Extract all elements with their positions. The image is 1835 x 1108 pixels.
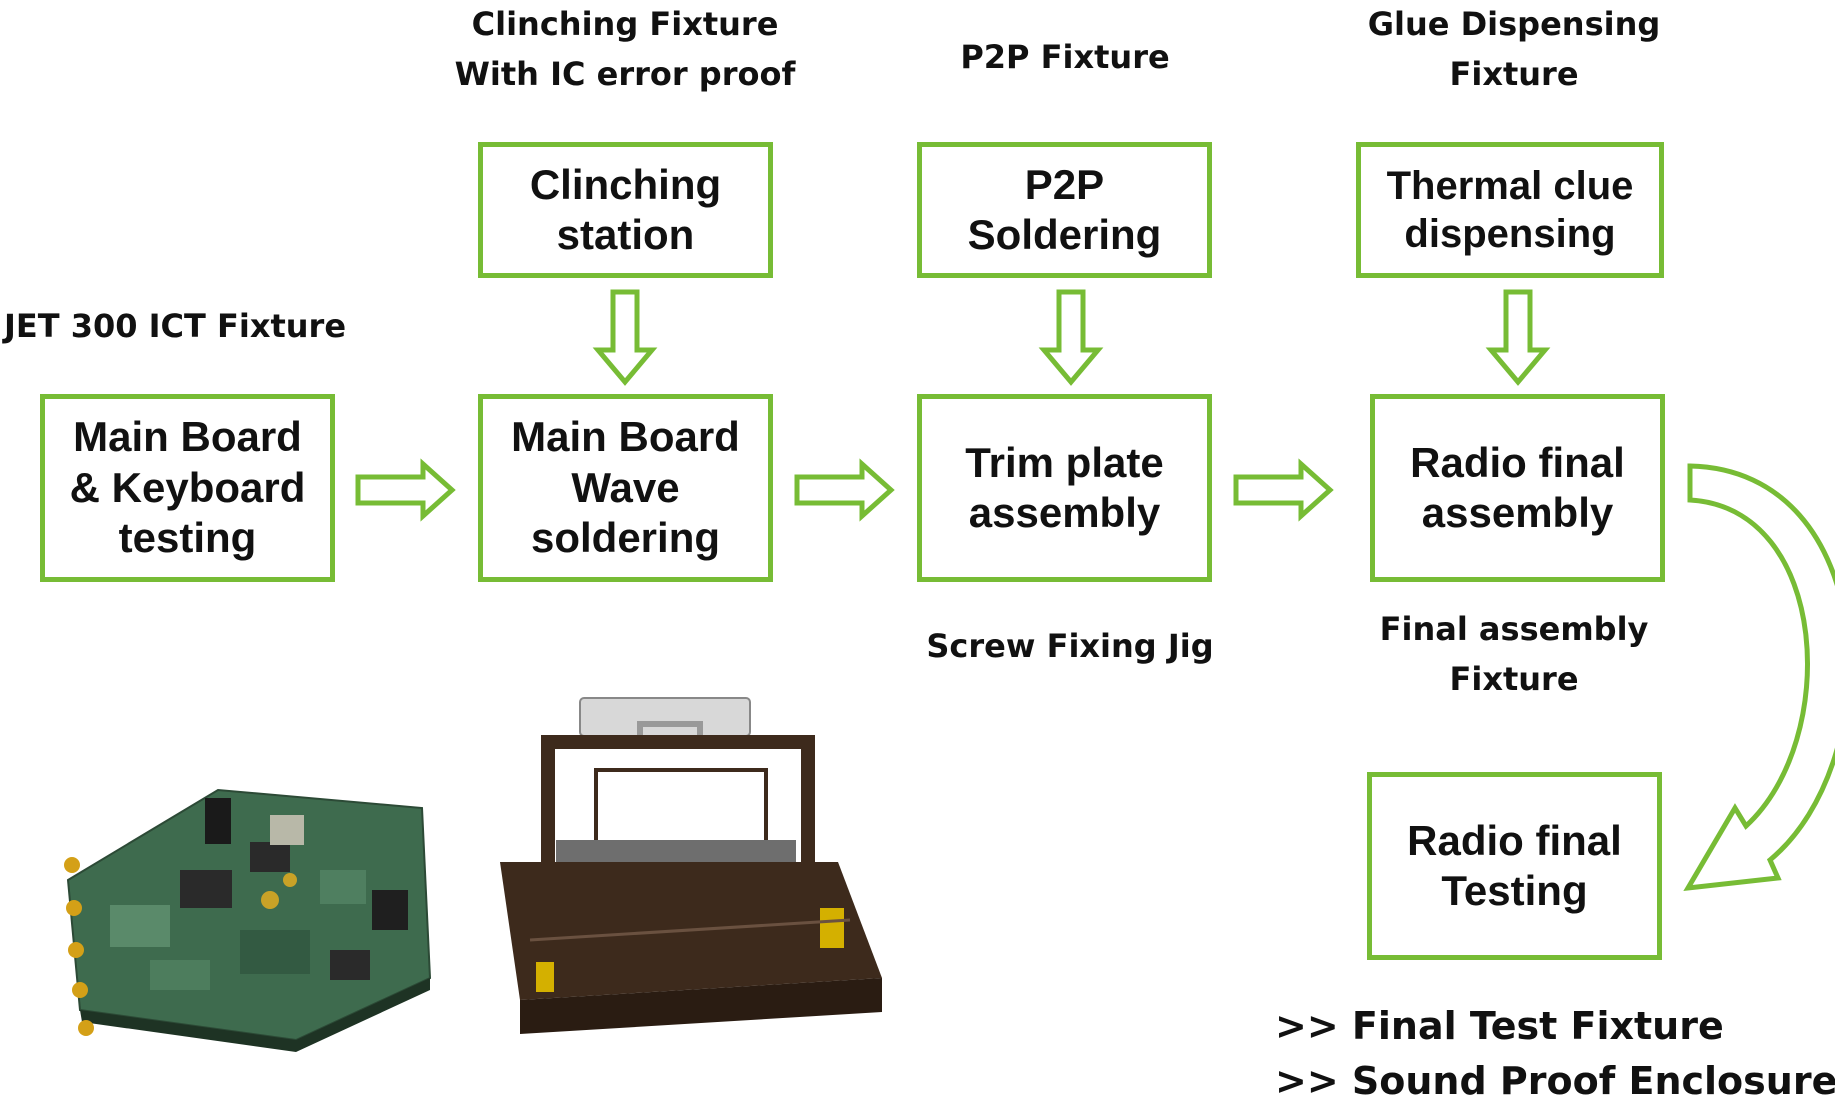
wave-soldering-box: Main Board Wave soldering: [478, 394, 773, 582]
arrow-down-3: [1485, 289, 1551, 386]
arrow-right-2: [794, 458, 895, 522]
thermal-clue-dispensing-label: Thermal clue dispensing: [1386, 164, 1634, 256]
clinching-station-box: Clinching station: [478, 142, 773, 278]
caption-clinching-fixture: Clinching Fixture With IC error proof: [454, 5, 796, 93]
arrow-down-1: [592, 289, 658, 386]
arrow-down-2: [1038, 289, 1104, 386]
arrow-right-1: [355, 458, 456, 522]
trim-plate-assembly-label: Trim plate assembly: [965, 438, 1164, 536]
radio-final-assembly-box: Radio final assembly: [1370, 394, 1665, 582]
main-board-testing-box: Main Board & Keyboard testing: [40, 394, 335, 582]
trim-plate-assembly-box: Trim plate assembly: [917, 394, 1212, 582]
pcb-board-image: [64, 788, 432, 1052]
caption-screw-fixing-jig: Screw Fixing Jig: [926, 627, 1214, 665]
caption-p2p-fixture: P2P Fixture: [960, 38, 1170, 76]
caption-jet-fixture: JET 300 ICT Fixture: [3, 307, 347, 345]
footer-sound-proof-enclosure: >> Sound Proof Enclosure: [1275, 1059, 1835, 1103]
arrow-right-3: [1233, 458, 1334, 522]
wave-soldering-label: Main Board Wave soldering: [511, 413, 740, 562]
thermal-clue-dispensing-box: Thermal clue dispensing: [1356, 142, 1664, 278]
clinching-station-label: Clinching station: [529, 160, 722, 258]
p2p-soldering-box: P2P Soldering: [917, 142, 1212, 278]
footer-final-test-fixture: >> Final Test Fixture: [1275, 1004, 1724, 1048]
caption-glue-fixture: Glue Dispensing Fixture: [1367, 5, 1661, 93]
radio-final-testing-label: Radio final Testing: [1407, 816, 1622, 914]
curved-arrow: [1683, 463, 1835, 892]
caption-final-assembly-fixture: Final assembly Fixture: [1379, 610, 1649, 698]
fixture-image: [500, 697, 882, 1034]
radio-final-assembly-label: Radio final assembly: [1410, 438, 1625, 536]
main-board-testing-label: Main Board & Keyboard testing: [69, 413, 306, 562]
radio-final-testing-box: Radio final Testing: [1367, 772, 1662, 960]
p2p-soldering-label: P2P Soldering: [967, 160, 1162, 258]
